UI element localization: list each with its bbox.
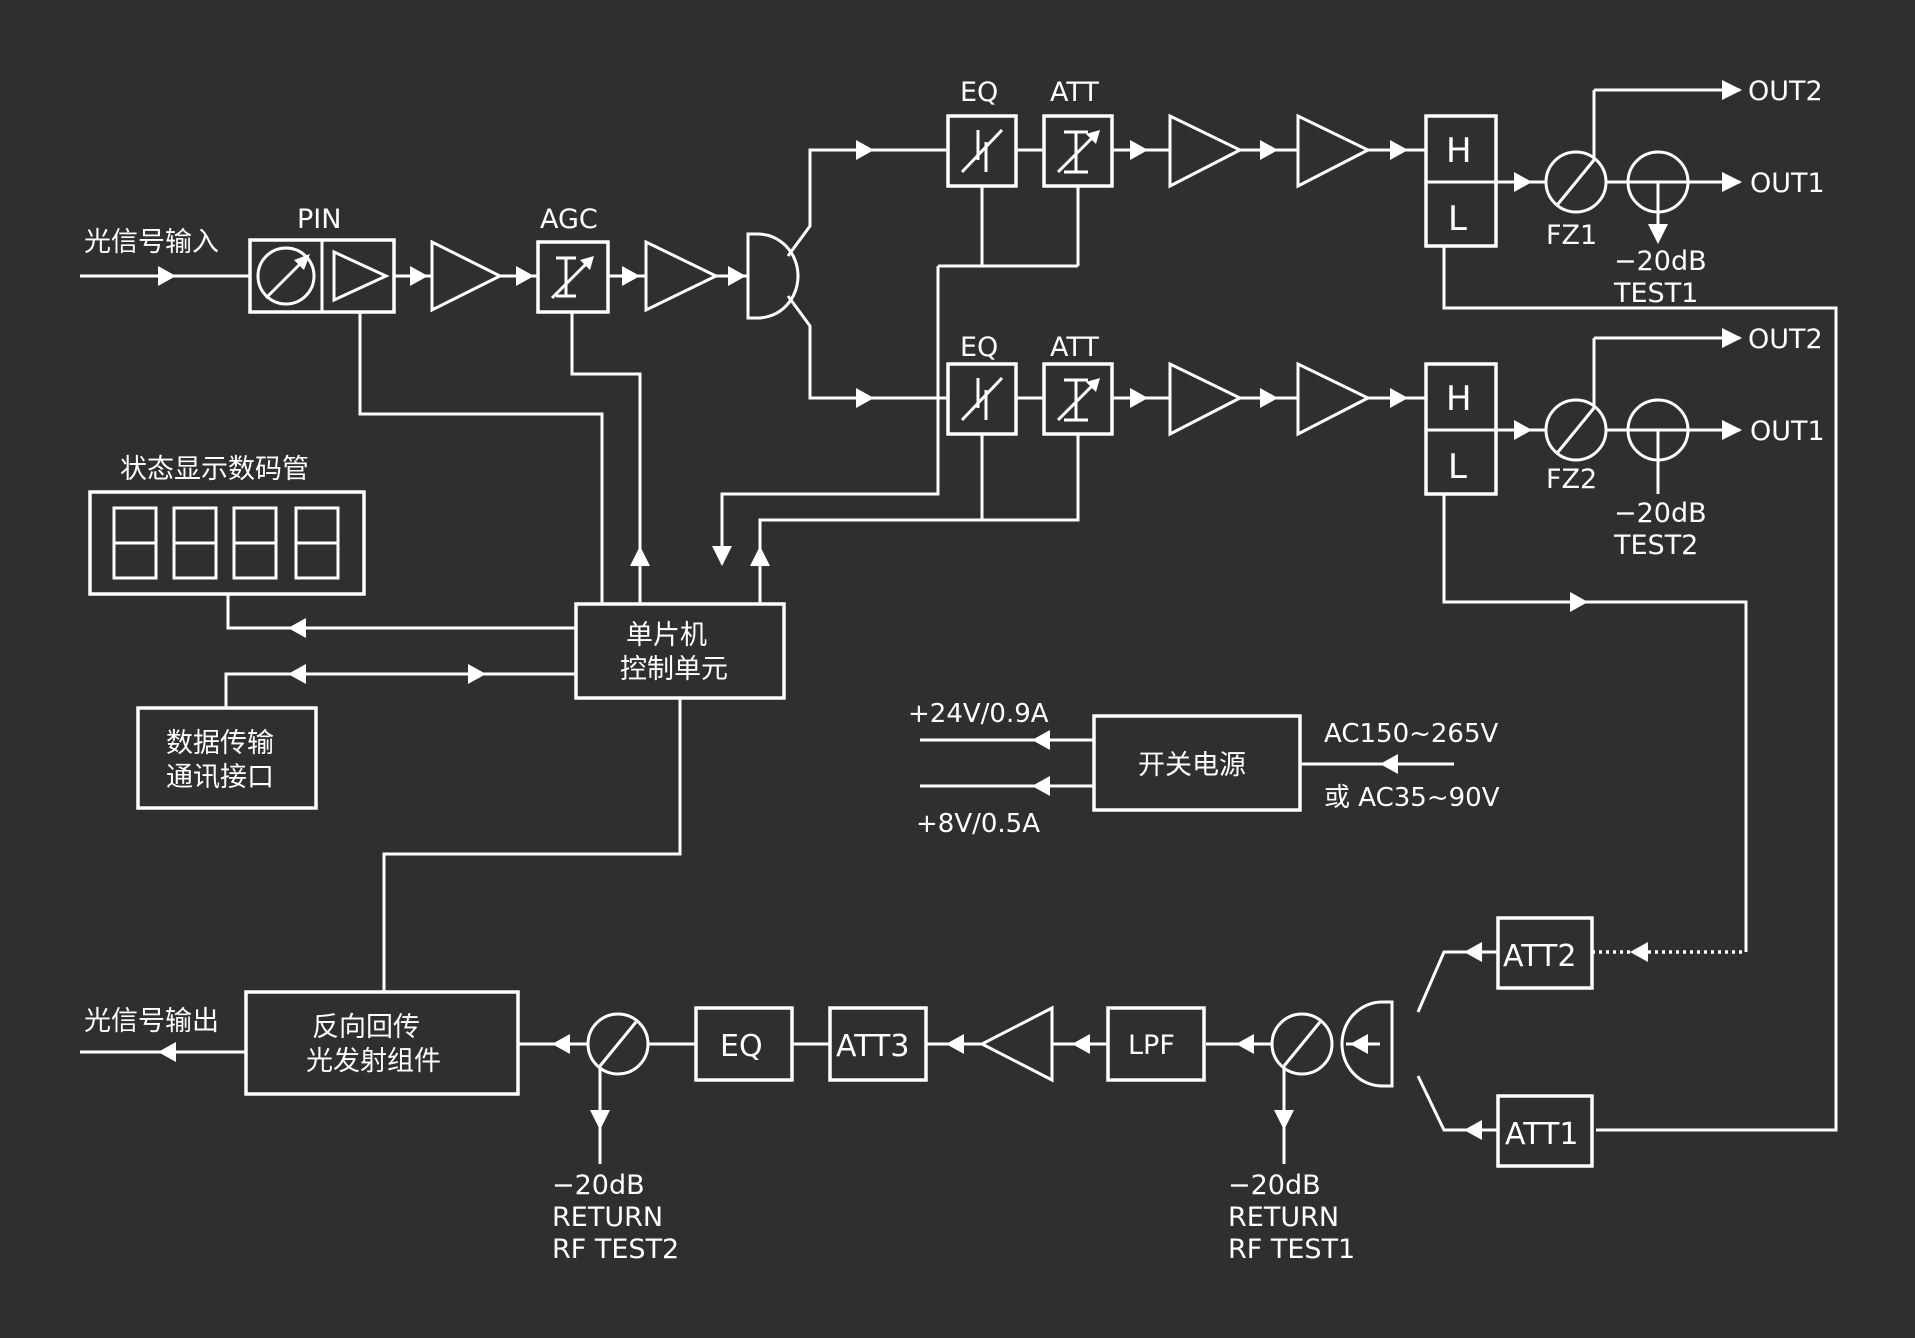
comm-line1: 数据传输 — [166, 728, 274, 759]
comm-wire — [224, 664, 576, 708]
fz2-label: FZ2 — [1546, 464, 1597, 495]
return-coupler-2 — [518, 1012, 696, 1164]
return-tx-line1: 反向回传 — [312, 1012, 420, 1043]
psu-label: 开关电源 — [1138, 750, 1246, 781]
att-top-label: ATT — [1050, 77, 1099, 108]
out1-mid-label: OUT1 — [1750, 416, 1825, 447]
ret-return-a: RETURN — [552, 1202, 663, 1233]
ret-minus20-b: −20dB — [1228, 1170, 1321, 1201]
return-tx-line2: 光发射组件 — [306, 1046, 441, 1077]
h2-label: H — [1446, 379, 1472, 419]
att2-dotted-feed — [1592, 942, 1746, 962]
eq-return-label: EQ — [720, 1029, 763, 1064]
amp-2 — [608, 239, 748, 313]
fz1-splitter — [1496, 80, 1742, 244]
comm-line2: 通讯接口 — [166, 762, 274, 793]
test2-label: TEST2 — [1613, 530, 1698, 561]
l2-label: L — [1448, 447, 1467, 487]
optical-input-line — [80, 266, 250, 286]
control-wires — [358, 186, 1080, 604]
v8-label: +8V/0.5A — [916, 809, 1040, 839]
l1-label: L — [1448, 199, 1467, 239]
display-title: 状态显示数码管 — [120, 454, 309, 485]
lpf-label: LPF — [1128, 1030, 1175, 1061]
l2-return-wire — [1442, 494, 1748, 952]
out2-mid-label: OUT2 — [1748, 324, 1823, 355]
display-wire — [226, 594, 576, 638]
l1-return-wire — [1442, 246, 1838, 1132]
fz1-label: FZ1 — [1546, 220, 1597, 251]
mcu-line1: 单片机 — [626, 620, 707, 651]
ret-rftest2: RF TEST2 — [552, 1234, 679, 1265]
ret-return-b: RETURN — [1228, 1202, 1339, 1233]
ac1-label: AC150~265V — [1324, 719, 1499, 749]
out1-top-label: OUT1 — [1750, 168, 1825, 199]
pin-label: PIN — [297, 204, 341, 235]
v24-label: +24V/0.9A — [908, 699, 1049, 729]
agc-label: AGC — [540, 204, 598, 235]
eq-top-label: EQ — [960, 77, 998, 108]
optical-output-label: 光信号输出 — [84, 1006, 219, 1037]
psu-wires — [920, 730, 1454, 796]
amp-top-pair — [1112, 113, 1426, 189]
optical-output-line — [80, 1042, 246, 1062]
eq-mid-label: EQ — [960, 332, 998, 363]
ac2-label: 或 AC35~90V — [1324, 783, 1500, 813]
fz2-splitter — [1496, 328, 1742, 494]
test1-minus20-label: −20dB — [1614, 246, 1707, 277]
mcu-line2: 控制单元 — [620, 654, 728, 685]
att1-label: ATT1 — [1505, 1117, 1578, 1152]
amp-mid-pair — [1112, 361, 1426, 437]
att3-label: ATT3 — [836, 1029, 909, 1064]
mcu-return-wire — [382, 698, 682, 992]
test2-minus20-label: −20dB — [1614, 498, 1707, 529]
return-tx-box — [244, 990, 520, 1096]
ret-rftest1: RF TEST1 — [1228, 1234, 1355, 1265]
att2-label: ATT2 — [1503, 939, 1576, 974]
h1-label: H — [1446, 131, 1472, 171]
return-amp — [926, 1005, 1108, 1083]
ret-minus20-a: −20dB — [552, 1170, 645, 1201]
out2-top-label: OUT2 — [1748, 76, 1823, 107]
test1-label: TEST1 — [1613, 278, 1698, 309]
att-mid-label: ATT — [1050, 332, 1099, 363]
return-coupler-1 — [1206, 1012, 1334, 1164]
comm-box — [136, 706, 318, 810]
amp-1 — [394, 239, 538, 313]
combiner-return — [1340, 942, 1498, 1140]
optical-input-label: 光信号输入 — [84, 227, 219, 258]
